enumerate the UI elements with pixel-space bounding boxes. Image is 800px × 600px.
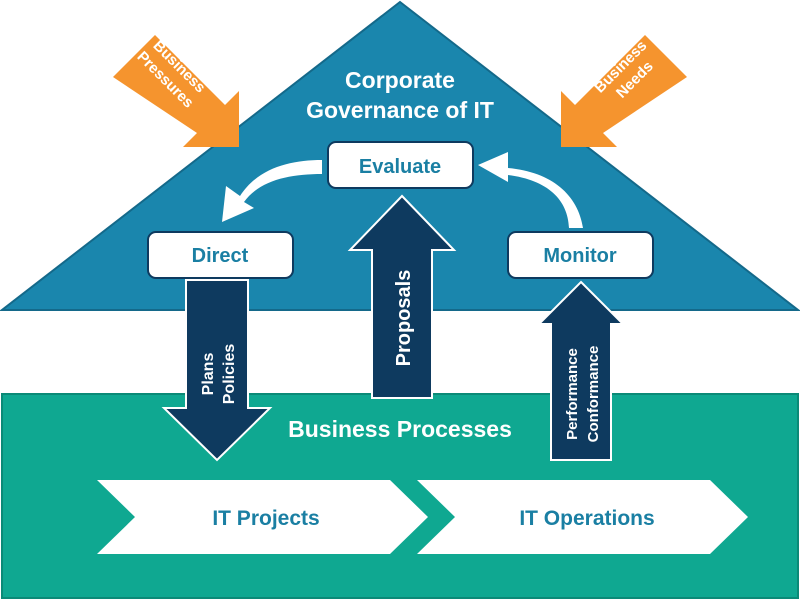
direct-box (147, 231, 294, 279)
policies-label: Policies (221, 344, 238, 405)
business-processes-label: Business Processes (288, 416, 512, 442)
it-operations-chevron (417, 480, 748, 554)
proposals-label: Proposals (393, 270, 415, 367)
curved-arrow-monitor-to-evaluate (478, 152, 583, 228)
proposals-up-arrow (347, 194, 457, 399)
direct-label: Direct (192, 245, 249, 267)
monitor-label: Monitor (543, 245, 617, 267)
business-needs-arrow: Business Needs (561, 35, 687, 147)
evaluate-label: Evaluate (359, 156, 441, 178)
performance-conformance-up-arrow (536, 280, 626, 461)
it-projects-label: IT Projects (212, 507, 319, 530)
monitor-box (507, 231, 654, 279)
it-operations-label: IT Operations (519, 507, 654, 530)
curved-arrow-evaluate-to-direct (222, 160, 322, 222)
roof-title-line1: Corporate (345, 67, 455, 93)
performance-label: Performance (564, 348, 581, 440)
evaluate-box (327, 141, 474, 189)
it-projects-chevron (97, 480, 428, 554)
conformance-label: Conformance (585, 346, 602, 443)
plans-policies-down-arrow (161, 279, 273, 462)
plans-label: Plans (200, 353, 217, 396)
business-pressures-arrow: Business Pressures (113, 35, 239, 147)
roof-title-line2: Governance of IT (306, 97, 494, 123)
